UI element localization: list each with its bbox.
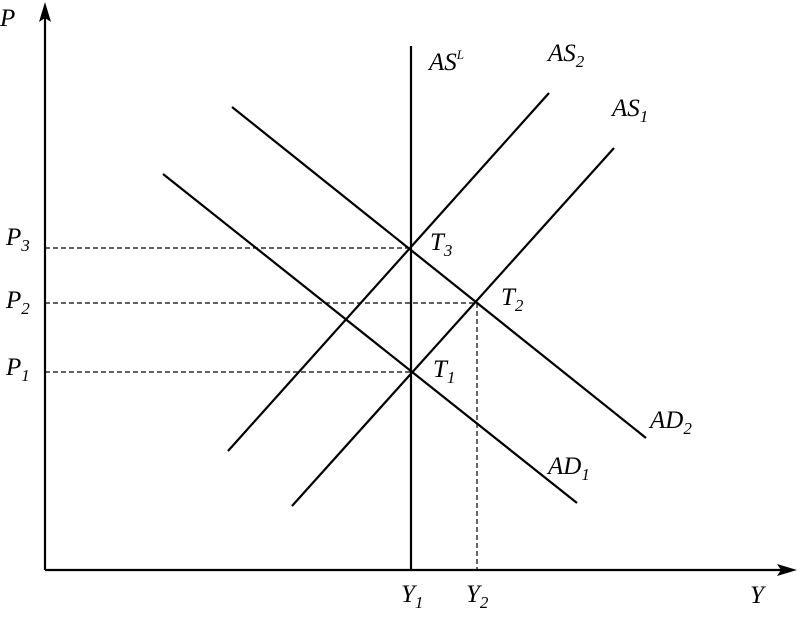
p2-label: P2 xyxy=(5,287,30,318)
t2-label: T2 xyxy=(501,284,524,315)
ad1-label: AD1 xyxy=(546,453,590,484)
ad2-label: AD2 xyxy=(648,407,692,438)
y-axis-label: P xyxy=(0,5,15,32)
t3-label: T3 xyxy=(430,229,452,260)
as1-line xyxy=(291,147,615,507)
x-axis-arrowhead xyxy=(777,564,797,576)
as-long-run-label: ASL xyxy=(427,47,464,76)
ad1-line xyxy=(162,173,578,504)
p1-label: P1 xyxy=(5,354,30,385)
x-axis-label: Y xyxy=(750,582,767,609)
as2-label: AS2 xyxy=(546,40,585,71)
p3-label: P3 xyxy=(5,224,30,255)
y-axis-arrowhead xyxy=(39,2,51,22)
as2-line xyxy=(227,92,550,452)
as1-label: AS1 xyxy=(610,95,648,126)
y2-label: Y2 xyxy=(466,581,489,612)
ad2-line xyxy=(231,106,647,439)
y1-label: Y1 xyxy=(401,581,423,612)
t1-label: T1 xyxy=(433,356,455,387)
